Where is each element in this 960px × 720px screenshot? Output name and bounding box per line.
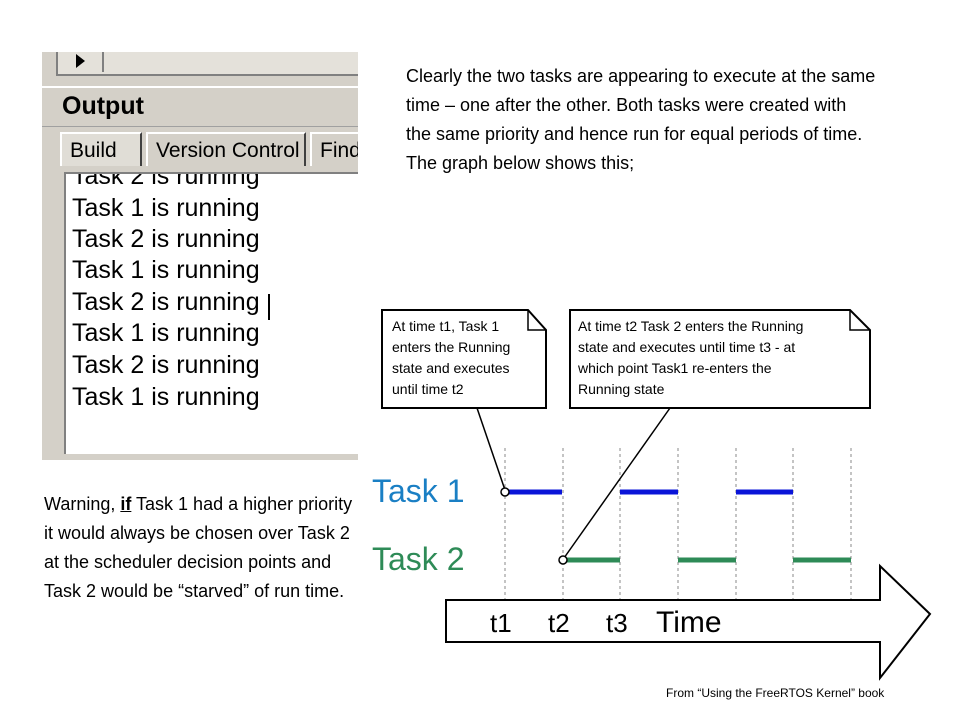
text-caret (268, 294, 270, 320)
log-line: Task 2 is running (72, 351, 260, 379)
output-title: Output (62, 92, 144, 120)
task-1-start-marker (500, 487, 510, 497)
tab-row: Build Version Control Find (60, 132, 358, 170)
source-note: From “Using the FreeRTOS Kernel” book (666, 686, 885, 700)
log-line: Task 1 is running (72, 319, 260, 347)
task-2-label: Task 2 (372, 541, 464, 577)
log-line: Task 2 is running (72, 288, 260, 316)
axis-label-time: Time (656, 606, 722, 639)
log-line: Task 2 is running (72, 172, 260, 190)
description-text: Clearly the two tasks are appearing to e… (406, 66, 876, 173)
tab-version-control[interactable]: Version Control (146, 132, 306, 166)
callout-2-line: state and executes until time t3 - at (578, 339, 795, 355)
warning-body: Task 1 had a higher priority it would al… (44, 494, 353, 601)
warning-text: Warning, if Task 1 had a higher priority… (44, 490, 354, 606)
callout-2-line: Running state (578, 381, 665, 397)
task-2-start-marker (558, 555, 568, 565)
warning-prefix: Warning, (44, 494, 121, 514)
callout-2: At time t2 Task 2 enters the Running sta… (569, 309, 871, 409)
tick-label-t3: t3 (606, 608, 628, 638)
output-log[interactable]: Task 2 is running Task 1 is running Task… (64, 172, 358, 454)
callout-2-line: At time t2 Task 2 enters the Running (578, 318, 803, 334)
output-window: Output Build Version Control Find Task 2… (42, 52, 358, 460)
callout-2-pointer (563, 407, 671, 559)
tick-label-t2: t2 (548, 608, 570, 638)
callout-1-line: until time t2 (392, 381, 464, 397)
callout-1-line: state and executes (392, 360, 510, 376)
log-line: Task 1 is running (72, 256, 260, 284)
divider (102, 52, 104, 72)
scroll-bar[interactable] (56, 52, 358, 76)
log-line: Task 2 is running (72, 225, 260, 253)
callout-1-line: At time t1, Task 1 (392, 318, 499, 334)
arrow-right-icon[interactable] (76, 54, 85, 68)
tab-build[interactable]: Build (60, 132, 142, 166)
tick-label-t1: t1 (490, 608, 512, 638)
output-title-bar: Output (42, 86, 358, 127)
timeline-diagram: At time t1, Task 1 enters the Running st… (372, 309, 932, 681)
tab-find[interactable]: Find (310, 132, 358, 166)
callout-1-line: enters the Running (392, 339, 510, 355)
callout-1-pointer (476, 407, 506, 491)
callout-2-line: which point Task1 re-enters the (577, 360, 772, 376)
log-line: Task 1 is running (72, 383, 260, 411)
task-1-label: Task 1 (372, 473, 464, 509)
time-grid (504, 448, 852, 600)
warning-emphasis: if (120, 494, 132, 514)
log-line: Task 1 is running (72, 194, 260, 222)
time-arrow (445, 563, 932, 681)
callout-1: At time t1, Task 1 enters the Running st… (381, 309, 547, 409)
